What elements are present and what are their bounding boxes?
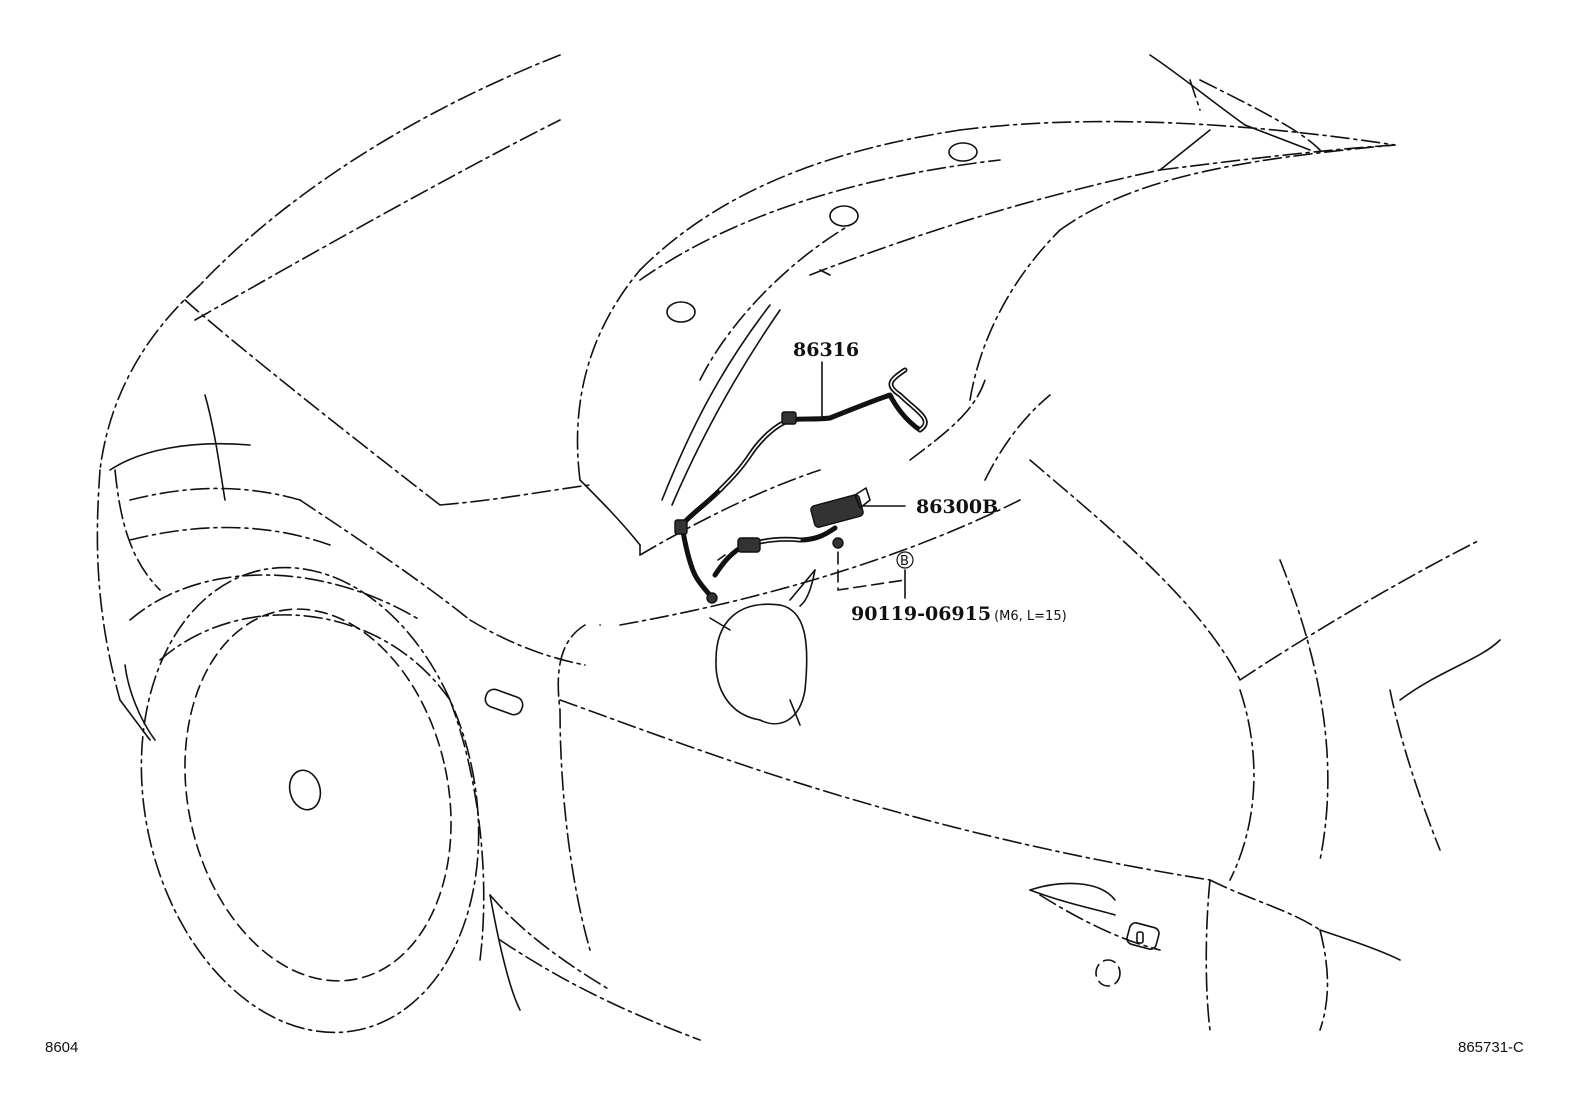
bolt-spec: (M6, L=15): [994, 609, 1067, 624]
callout-86316: 86316: [793, 339, 859, 361]
callout-86300b: 86300B: [916, 496, 998, 518]
callout-90119-06915: 90119-06915(M6, L=15): [851, 603, 1067, 625]
antenna-assembly: [712, 487, 871, 578]
bolt-part-number: 90119-06915: [851, 603, 991, 625]
footer-left-code: 8604: [45, 1039, 78, 1056]
leader-lines: [821, 361, 906, 599]
ref-mark-b-letter: B: [900, 554, 909, 569]
antenna-cord: [674, 367, 928, 604]
ref-mark-b: B: [896, 551, 914, 569]
car-body-outline: [96, 54, 1501, 1041]
footer-right-code: 865731-C: [1458, 1039, 1524, 1056]
